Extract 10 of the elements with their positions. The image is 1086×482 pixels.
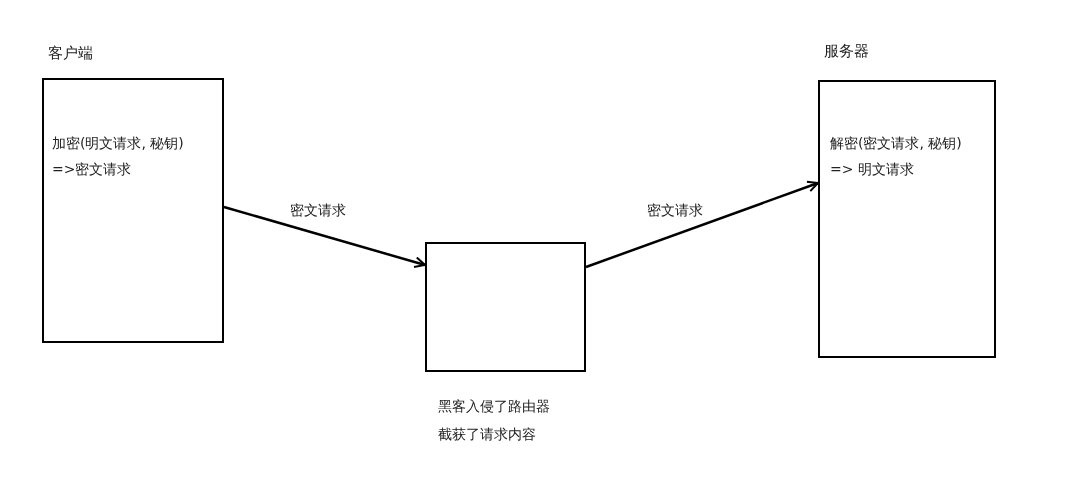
box-text: 加密(明文请求, 秘钥) =>密文请求: [52, 134, 185, 179]
edge-label: 密文请求: [645, 202, 705, 220]
edge-label: 密文请求: [288, 202, 348, 220]
caption-text: 截获了请求内容: [438, 426, 536, 444]
arrow: [585, 180, 819, 269]
box-heading: 客户端: [48, 44, 93, 63]
caption-text: 黑客入侵了路由器: [438, 398, 550, 416]
box-heading: 服务器: [824, 42, 869, 61]
box-text: 解密(密文请求, 秘钥) => 明文请求: [830, 134, 963, 179]
arrow: [223, 205, 426, 269]
